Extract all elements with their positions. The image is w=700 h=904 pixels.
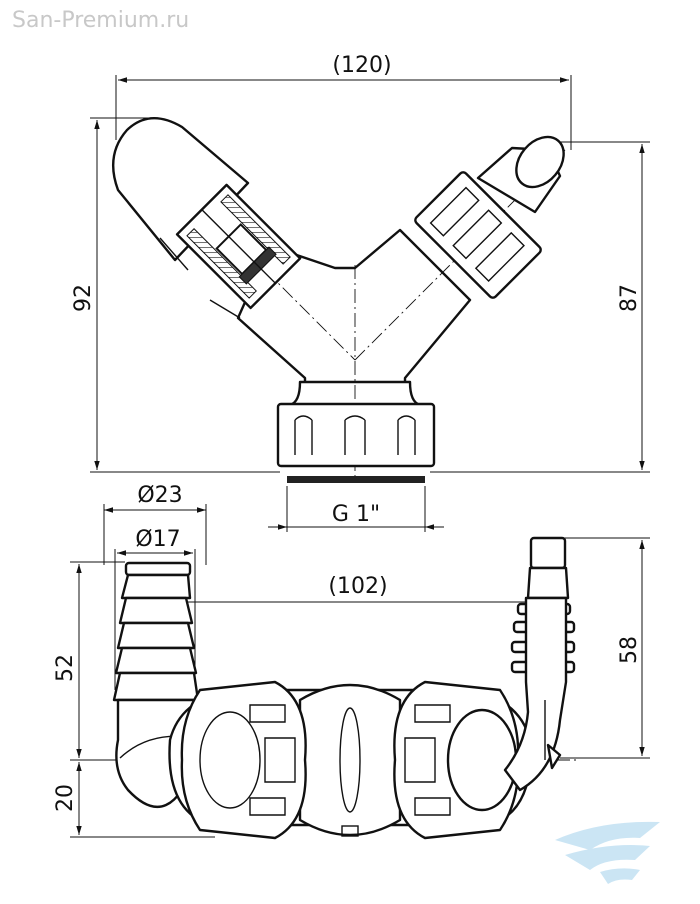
dimension-outer-diameter: Ø23 <box>103 483 207 565</box>
dimension-height-right: 87 <box>430 141 650 473</box>
dimension-hose-height-left: 52 <box>53 561 125 761</box>
right-branch <box>414 135 565 299</box>
dimension-offset-bottom-label: 20 <box>53 784 78 812</box>
right-hose-nipple <box>503 536 576 792</box>
dimension-hose-height-right: 58 <box>560 537 650 759</box>
watermark: San-Premium.ru <box>12 8 190 33</box>
bottom-union-nut <box>276 402 436 483</box>
dimension-inner-diameter-label: Ø17 <box>135 527 180 552</box>
dimension-offset-bottom: 20 <box>53 762 215 838</box>
dimension-thread: G 1" <box>268 486 444 532</box>
dimension-width-top: (120) <box>115 53 572 150</box>
dimension-outer-diameter-label: Ø23 <box>137 483 182 508</box>
left-union-nut <box>180 680 307 840</box>
dimension-spacing-label: (102) <box>328 574 387 599</box>
dimension-height-left-label: 92 <box>71 284 96 312</box>
right-union-nut <box>393 680 520 840</box>
dimension-height-right-label: 87 <box>617 284 642 312</box>
dimension-thread-label: G 1" <box>332 502 380 527</box>
brand-logo <box>555 821 660 884</box>
dimension-hose-height-right-label: 58 <box>617 636 642 664</box>
dimension-hose-height-left-label: 52 <box>53 654 78 682</box>
top-view: (120) 92 87 <box>71 53 650 532</box>
dimension-width-top-label: (120) <box>332 53 391 78</box>
bottom-view: Ø23 Ø17 (102) 52 <box>53 483 650 840</box>
left-branch <box>112 117 302 319</box>
dimension-spacing: (102) <box>160 574 535 605</box>
dimension-height-left: 92 <box>71 117 280 473</box>
